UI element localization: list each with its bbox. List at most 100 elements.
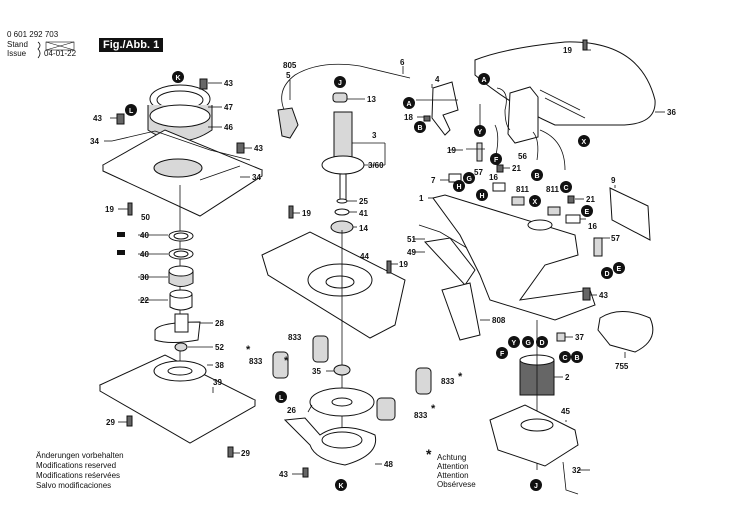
callout-49: 49 <box>407 248 416 257</box>
connector-F: F <box>490 153 502 165</box>
callout-19: 19 <box>399 260 408 269</box>
svg-text:D: D <box>605 271 610 278</box>
svg-text:K: K <box>339 483 344 490</box>
connector-G: G <box>522 336 534 348</box>
callout-39: 39 <box>213 378 222 387</box>
connector-J: J <box>530 479 542 491</box>
part-44-motor-housing-base <box>261 231 406 339</box>
callout-51: 51 <box>407 235 416 244</box>
callout-56: 56 <box>518 152 527 161</box>
part-833-damper <box>272 335 432 421</box>
callout-9: 9 <box>611 176 616 185</box>
part-56-switch <box>507 86 539 144</box>
part-57-connector <box>466 142 603 257</box>
connector-Y: Y <box>508 336 520 348</box>
callout-18: 18 <box>404 113 413 122</box>
callout-3: 3 <box>372 131 377 140</box>
part-811-brush <box>511 196 525 206</box>
part-21-screw <box>567 195 575 204</box>
part-6-power-cable <box>281 63 411 113</box>
svg-text:B: B <box>418 125 423 132</box>
callout-1: 1 <box>419 194 424 203</box>
callout-16: 16 <box>489 173 498 182</box>
callout-19: 19 <box>302 209 311 218</box>
callout-833: 833 <box>249 357 263 366</box>
issue-label: Issue <box>7 49 27 58</box>
connector-D: D <box>536 336 548 348</box>
callout-7: 7 <box>431 176 436 185</box>
star-mark: * <box>284 355 289 367</box>
callout-47: 47 <box>224 103 233 112</box>
callout-19: 19 <box>563 46 572 55</box>
footer-note: Modifications reśervées <box>36 471 121 480</box>
part-19-screw <box>288 205 294 219</box>
connector-E: E <box>613 262 625 274</box>
connector-K: K <box>172 71 184 83</box>
star-mark: * <box>246 344 251 356</box>
callout-45: 45 <box>561 407 570 416</box>
callout-14: 14 <box>359 224 368 233</box>
callout-25: 25 <box>359 197 368 206</box>
callout-29: 29 <box>106 418 115 427</box>
connector-B: B <box>414 121 426 133</box>
connector-D: D <box>601 267 613 279</box>
callout-808: 808 <box>492 316 506 325</box>
callout-6: 6 <box>400 58 405 67</box>
callout-37: 37 <box>575 333 584 342</box>
connector-A: A <box>478 73 490 85</box>
callout-811: 811 <box>546 185 559 194</box>
callout-35: 35 <box>312 367 321 376</box>
callout-30: 30 <box>140 273 149 282</box>
part-9-nameplate <box>609 187 651 241</box>
part-21-screw <box>496 164 504 173</box>
svg-text:Y: Y <box>478 129 483 136</box>
part-43-screw <box>302 467 309 478</box>
svg-text:B: B <box>535 173 540 180</box>
star-mark: * <box>431 403 436 415</box>
callout-16: 16 <box>588 222 597 231</box>
part-51-spring <box>418 224 468 249</box>
part-45-bottom-cover <box>489 404 579 467</box>
part-29-screw <box>227 446 234 458</box>
svg-text:H: H <box>457 184 462 191</box>
callout-34: 34 <box>90 137 99 146</box>
connector-H: H <box>453 180 465 192</box>
footer-note: Modifications reserved <box>36 461 117 470</box>
attention-line: Attention <box>437 462 469 471</box>
callout-43: 43 <box>599 291 608 300</box>
part-26-fan <box>309 387 375 417</box>
callout-19: 19 <box>447 146 456 155</box>
callout-22: 22 <box>140 296 149 305</box>
connector-B: B <box>531 169 543 181</box>
footer-note: Änderungen vorbehalten <box>36 451 124 460</box>
connector-F: F <box>496 347 508 359</box>
callout-48: 48 <box>384 460 393 469</box>
callout-32: 32 <box>572 466 581 475</box>
attention-line: Achtung <box>437 453 467 462</box>
part-805-plug <box>277 107 299 139</box>
part-39-sanding-plate <box>98 354 257 444</box>
attention-star: * <box>426 446 432 462</box>
connector-X: X <box>578 135 590 147</box>
callout-29: 29 <box>241 449 250 458</box>
star-mark: * <box>458 371 463 383</box>
svg-text:D: D <box>540 340 545 347</box>
callout-19: 19 <box>105 205 114 214</box>
svg-text:E: E <box>585 209 590 216</box>
callout-43: 43 <box>254 144 263 153</box>
svg-text:J: J <box>534 483 538 490</box>
svg-text:X: X <box>533 199 538 206</box>
part-40-bearing <box>168 230 194 260</box>
callout-34: 34 <box>252 173 261 182</box>
part-43-screw <box>582 287 591 301</box>
svg-text:K: K <box>176 75 181 82</box>
callout-3-60: 3/60 <box>368 161 384 170</box>
callout-5: 5 <box>286 71 291 80</box>
callout-21: 21 <box>586 195 595 204</box>
attention-line: Obsérvese <box>437 480 476 489</box>
callout-755: 755 <box>615 362 629 371</box>
callout-4: 4 <box>435 75 440 84</box>
part-808-label <box>441 282 481 341</box>
svg-text:Y: Y <box>512 340 517 347</box>
